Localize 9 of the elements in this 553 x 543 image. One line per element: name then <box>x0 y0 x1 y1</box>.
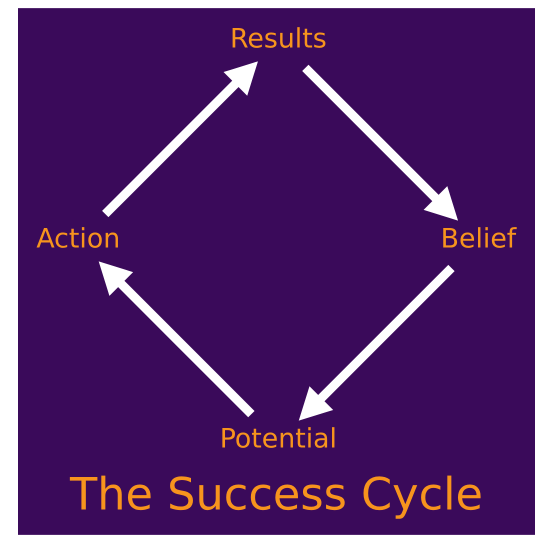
node-text: Results <box>230 23 327 54</box>
node-text: Potential <box>220 424 337 455</box>
arrow <box>102 61 258 218</box>
diagram-title: The Success Cycle <box>70 468 483 521</box>
arrow <box>298 264 455 421</box>
arrow <box>302 64 458 221</box>
node-text: Belief <box>440 224 516 255</box>
arrow <box>98 261 255 418</box>
node-text: Action <box>36 224 120 255</box>
